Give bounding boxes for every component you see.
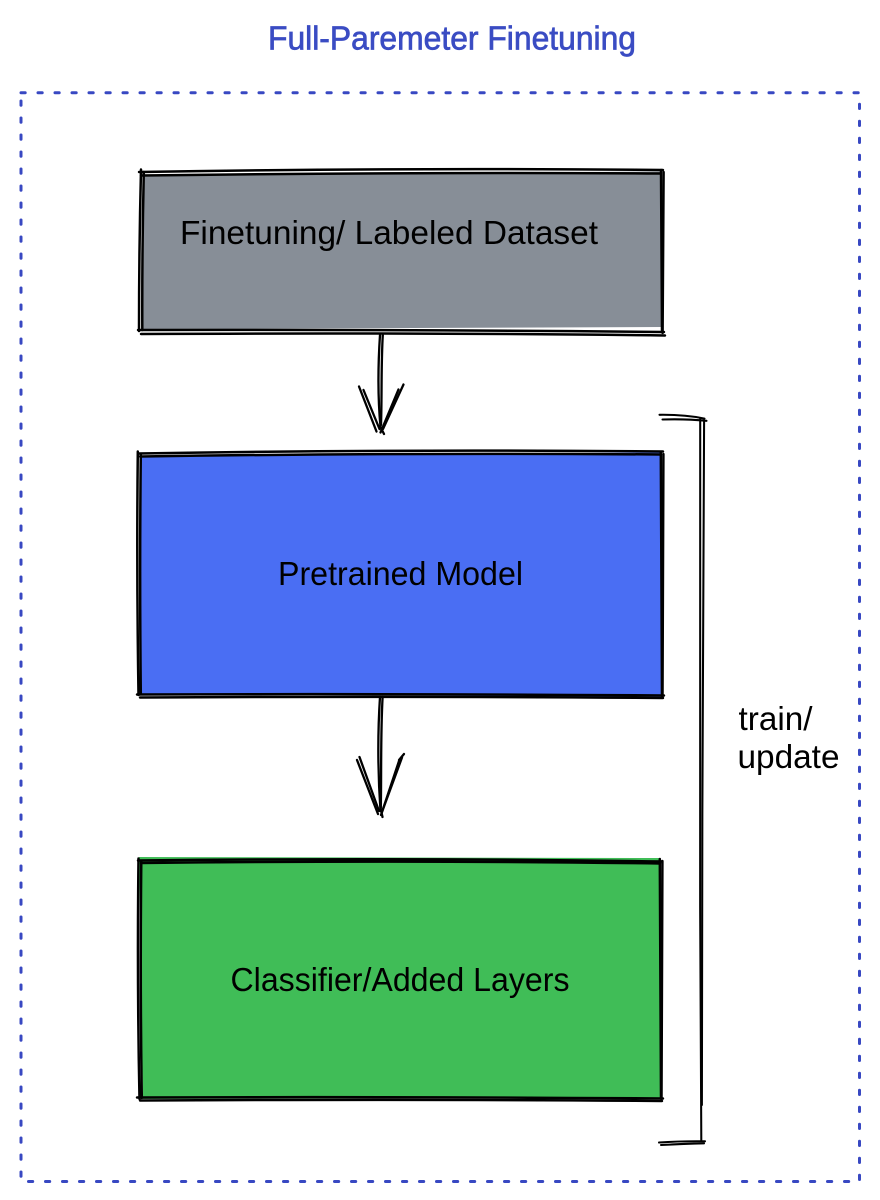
svg-text:Pretrained Model: Pretrained Model	[278, 555, 523, 592]
svg-text:Full-Paremeter Finetuning: Full-Paremeter Finetuning	[268, 20, 636, 57]
svg-text:update: update	[738, 738, 840, 775]
svg-text:train/: train/	[739, 700, 814, 737]
svg-text:Finetuning/ Labeled Dataset: Finetuning/ Labeled Dataset	[180, 214, 598, 251]
svg-text:Classifier/Added Layers: Classifier/Added Layers	[231, 961, 570, 998]
